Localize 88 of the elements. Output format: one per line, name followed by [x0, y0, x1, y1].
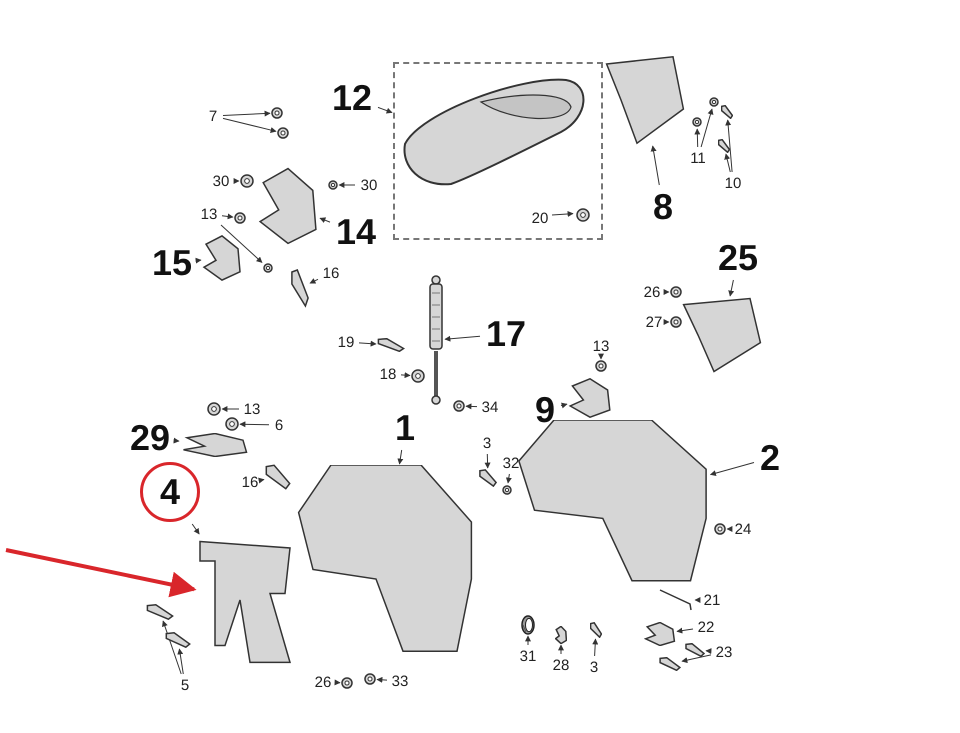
- leader-line: [444, 336, 480, 342]
- leader-line: [705, 648, 712, 654]
- callout-number: 30: [209, 172, 233, 190]
- leader-line: [221, 406, 240, 412]
- callout-number: 13: [198, 205, 220, 223]
- callout-number: 11: [687, 149, 709, 167]
- callout-number: 26: [641, 283, 663, 301]
- leader-line: [222, 118, 277, 133]
- callout-number: 34: [479, 398, 501, 416]
- callout-number: 26: [312, 673, 334, 691]
- leader-line: [397, 450, 404, 465]
- callout-number: 27: [643, 313, 665, 331]
- callout-number: 3: [479, 434, 495, 452]
- callout-number: 2: [756, 438, 784, 478]
- leader-line: [195, 258, 202, 264]
- leader-line: [222, 213, 234, 220]
- leader-line: [358, 340, 377, 347]
- callout-number: 33: [389, 672, 411, 690]
- leader-line: [309, 278, 318, 284]
- leader-line: [558, 644, 564, 654]
- leader-line: [338, 182, 356, 188]
- callout-number: 23: [713, 643, 735, 661]
- leader-line: [650, 145, 660, 186]
- dashed-group-outline: [393, 62, 603, 240]
- leader-line: [222, 110, 271, 117]
- callout-number: 10: [722, 174, 744, 192]
- leader-line: [173, 438, 180, 444]
- callout-number: 21: [701, 591, 723, 609]
- leader-line: [598, 354, 604, 360]
- callout-number: 4: [140, 462, 200, 522]
- leader-line: [664, 289, 670, 295]
- leader-line: [694, 597, 700, 603]
- leader-line: [681, 654, 712, 664]
- leader-line: [664, 319, 670, 325]
- pointer-arrow: [6, 548, 197, 598]
- callout-number: 14: [332, 212, 380, 252]
- callout-number: 28: [550, 656, 572, 674]
- leader-line: [319, 217, 330, 223]
- callout-number: 22: [695, 618, 717, 636]
- callout-number: 24: [732, 520, 754, 538]
- leader-line: [724, 153, 731, 172]
- leader-line: [484, 454, 491, 469]
- leader-line: [192, 524, 200, 534]
- callout-number: 31: [517, 647, 539, 665]
- callout-number: 18: [377, 365, 399, 383]
- callout-number: 29: [126, 418, 174, 458]
- callout-number: 6: [271, 416, 287, 434]
- leader-line: [234, 178, 240, 184]
- callout-number: 5: [177, 676, 193, 694]
- leader-line: [506, 474, 512, 484]
- leader-line: [376, 676, 388, 683]
- callout-number: 25: [714, 238, 762, 278]
- callout-number: 20: [528, 209, 552, 227]
- leader-line: [334, 679, 341, 686]
- leader-line: [560, 402, 568, 408]
- leader-line: [258, 478, 265, 484]
- leader-line: [710, 462, 754, 476]
- callout-number: 15: [148, 243, 196, 283]
- callout-number: 13: [241, 400, 263, 418]
- callout-number: 9: [531, 390, 559, 430]
- leader-line: [465, 403, 478, 410]
- callout-number: 13: [590, 337, 612, 355]
- leader-line: [726, 526, 732, 532]
- leader-line: [728, 280, 734, 297]
- leader-line: [220, 224, 262, 263]
- callout-number: 1: [392, 408, 418, 448]
- callout-number: 16: [320, 264, 342, 282]
- callout-number: 7: [205, 107, 221, 125]
- leader-line: [552, 210, 574, 217]
- callout-number: 32: [500, 454, 522, 472]
- leader-line: [400, 372, 411, 378]
- leader-line: [162, 620, 182, 674]
- leader-line: [378, 106, 393, 114]
- leader-line: [592, 638, 598, 656]
- callout-number: 16: [239, 473, 261, 491]
- leader-line: [676, 628, 694, 634]
- callout-number: 3: [586, 658, 602, 676]
- leader-line: [725, 119, 733, 172]
- leader-line: [525, 635, 531, 646]
- leader-line: [700, 108, 714, 148]
- callout-number: 8: [650, 187, 676, 227]
- callout-number: 19: [335, 333, 357, 351]
- leader-line: [694, 128, 700, 148]
- callout-number: 12: [328, 78, 376, 118]
- leader-line: [177, 648, 184, 674]
- leader-line: [239, 421, 270, 428]
- callout-number: 17: [482, 314, 530, 354]
- callout-number: 30: [357, 176, 381, 194]
